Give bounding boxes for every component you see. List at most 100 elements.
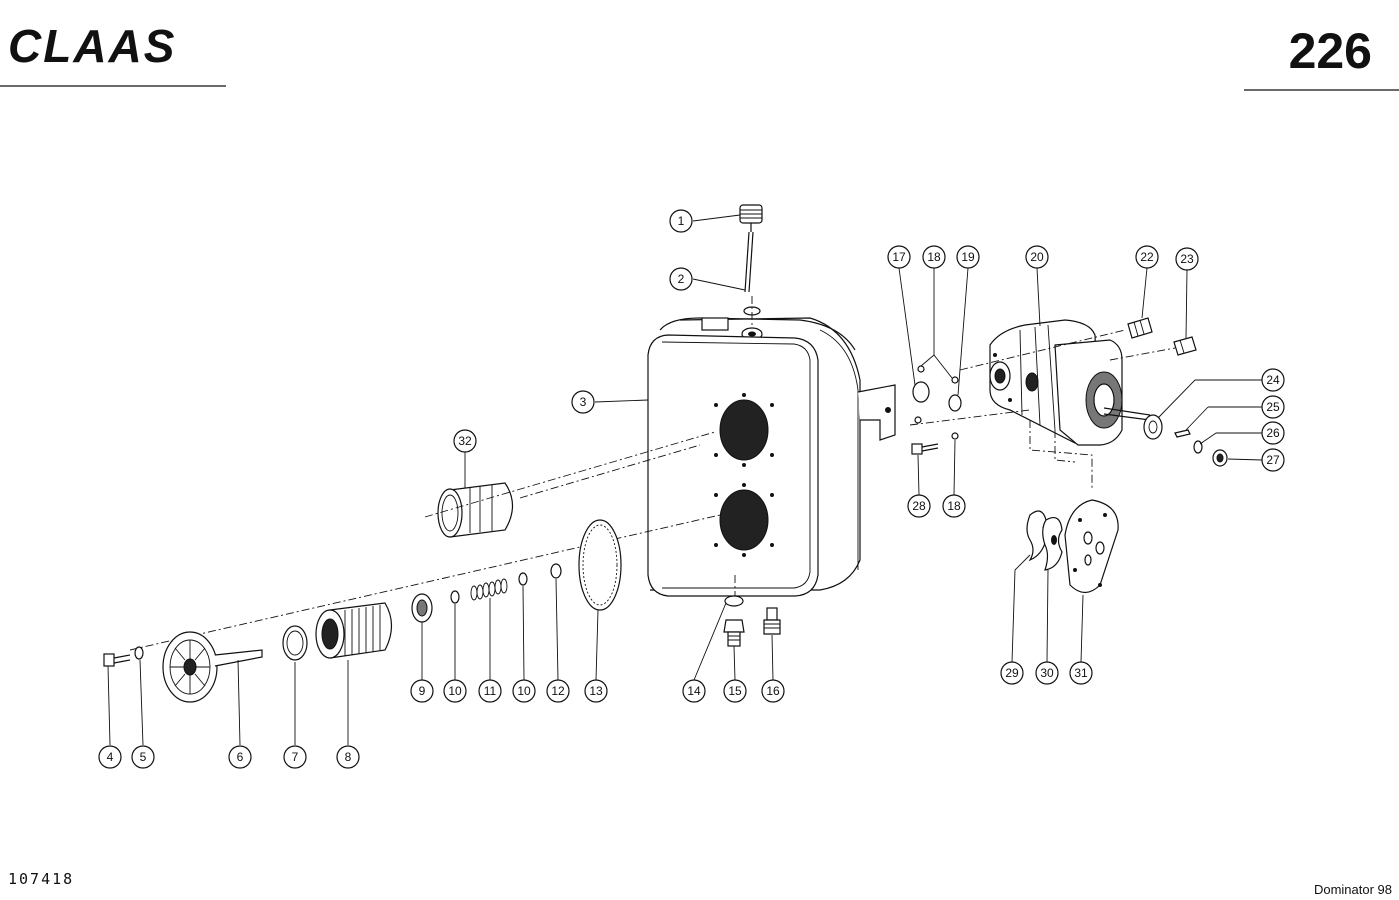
svg-text:1: 1 bbox=[678, 214, 685, 228]
svg-text:22: 22 bbox=[1140, 250, 1154, 264]
callout: 18 bbox=[922, 245, 946, 269]
o-ring-small-part bbox=[951, 376, 959, 384]
fitting-part bbox=[1127, 317, 1153, 339]
callout: 19 bbox=[956, 245, 980, 269]
svg-text:17: 17 bbox=[892, 250, 906, 264]
callout: 23 bbox=[1175, 247, 1199, 271]
callout: 14 bbox=[682, 679, 706, 703]
seal-part bbox=[411, 593, 433, 623]
svg-text:31: 31 bbox=[1074, 666, 1088, 680]
svg-text:2: 2 bbox=[678, 272, 685, 286]
callout: 12 bbox=[546, 679, 570, 703]
svg-text:23: 23 bbox=[1180, 252, 1194, 266]
tank-part bbox=[647, 317, 896, 597]
svg-text:16: 16 bbox=[766, 684, 780, 698]
svg-text:8: 8 bbox=[345, 750, 352, 764]
key-part bbox=[1174, 429, 1191, 438]
callout: 13 bbox=[584, 679, 608, 703]
page-number: 226 bbox=[1289, 23, 1372, 79]
callout: 1 bbox=[669, 209, 693, 233]
svg-text:29: 29 bbox=[1005, 666, 1019, 680]
callout: 8 bbox=[336, 745, 360, 769]
svg-text:6: 6 bbox=[237, 750, 244, 764]
o-ring-small-part bbox=[951, 432, 959, 440]
svg-text:10: 10 bbox=[448, 684, 462, 698]
callout: 26 bbox=[1261, 421, 1285, 445]
svg-text:28: 28 bbox=[912, 499, 926, 513]
washer-part bbox=[450, 590, 460, 604]
seal-ring-part bbox=[282, 625, 308, 661]
svg-text:10: 10 bbox=[517, 684, 531, 698]
svg-text:9: 9 bbox=[419, 684, 426, 698]
dipstick-part bbox=[739, 204, 763, 293]
svg-text:24: 24 bbox=[1266, 373, 1280, 387]
gasket-part bbox=[578, 519, 622, 611]
drain-washer-part bbox=[724, 595, 744, 607]
callout: 30 bbox=[1035, 661, 1059, 685]
svg-text:14: 14 bbox=[687, 684, 701, 698]
svg-text:11: 11 bbox=[484, 684, 497, 698]
cover-plate-part bbox=[1064, 499, 1119, 594]
plug-part bbox=[763, 607, 781, 635]
callout: 3 bbox=[571, 390, 595, 414]
callout: 16 bbox=[761, 679, 785, 703]
washer-part bbox=[518, 572, 528, 586]
filter-element-part bbox=[315, 602, 393, 659]
fitting-part bbox=[1173, 336, 1197, 356]
callout: 4 bbox=[98, 745, 122, 769]
svg-text:18: 18 bbox=[927, 250, 941, 264]
svg-text:19: 19 bbox=[961, 250, 975, 264]
model-name: Dominator 98 bbox=[1314, 882, 1392, 897]
callout: 5 bbox=[131, 745, 155, 769]
svg-text:30: 30 bbox=[1040, 666, 1054, 680]
svg-text:13: 13 bbox=[589, 684, 603, 698]
spring-part bbox=[470, 578, 508, 601]
callout: 32 bbox=[453, 429, 477, 453]
callout: 7 bbox=[283, 745, 307, 769]
callout: 9 bbox=[410, 679, 434, 703]
brand-logo: CLAAS bbox=[8, 20, 174, 72]
svg-text:12: 12 bbox=[551, 684, 565, 698]
svg-text:4: 4 bbox=[107, 750, 114, 764]
drain-plug-part bbox=[723, 619, 745, 647]
bolt-part bbox=[911, 443, 939, 455]
callout: 31 bbox=[1069, 661, 1093, 685]
callout: 24 bbox=[1261, 368, 1285, 392]
svg-text:27: 27 bbox=[1266, 453, 1280, 467]
callout: 20 bbox=[1025, 245, 1049, 269]
callout: 10 bbox=[512, 679, 536, 703]
circlip-part bbox=[550, 563, 562, 579]
o-ring-small-part bbox=[914, 416, 922, 424]
callout: 6 bbox=[228, 745, 252, 769]
document-number: 107418 bbox=[8, 870, 74, 888]
svg-text:32: 32 bbox=[458, 434, 472, 448]
leader-lines bbox=[107, 214, 1263, 746]
svg-text:15: 15 bbox=[728, 684, 742, 698]
callout: 27 bbox=[1261, 448, 1285, 472]
gasket-part bbox=[1026, 510, 1047, 562]
svg-text:25: 25 bbox=[1266, 400, 1280, 414]
svg-text:3: 3 bbox=[580, 395, 587, 409]
callout: 2 bbox=[669, 267, 693, 291]
svg-text:26: 26 bbox=[1266, 426, 1280, 440]
callout: 29 bbox=[1000, 661, 1024, 685]
bolt-part bbox=[103, 653, 131, 667]
svg-text:7: 7 bbox=[292, 750, 299, 764]
pump-part bbox=[989, 319, 1151, 446]
o-ring-part bbox=[912, 381, 930, 403]
callout: 22 bbox=[1135, 245, 1159, 269]
callout: 15 bbox=[723, 679, 747, 703]
callout: 28 bbox=[907, 494, 931, 518]
svg-text:20: 20 bbox=[1030, 250, 1044, 264]
shaft-seal-part bbox=[1143, 414, 1163, 440]
sleeve-part bbox=[437, 482, 514, 538]
callout: 11 bbox=[478, 679, 502, 703]
o-ring-part bbox=[948, 394, 962, 412]
washer-part bbox=[1193, 440, 1203, 454]
filter-cover-part bbox=[162, 631, 263, 703]
nut-part bbox=[1212, 449, 1228, 467]
o-ring-small-part bbox=[917, 365, 925, 373]
callout: 18 bbox=[942, 494, 966, 518]
svg-text:18: 18 bbox=[947, 499, 961, 513]
